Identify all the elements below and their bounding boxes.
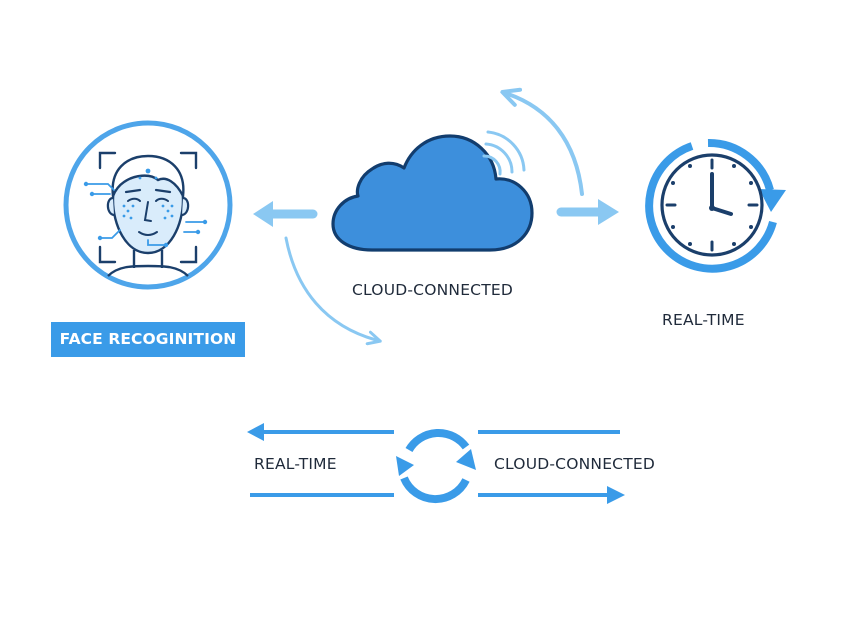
cloud-node-label: CLOUD-CONNECTED bbox=[352, 281, 514, 299]
connector-cloud-to-clock bbox=[556, 199, 619, 225]
clock-refresh-icon bbox=[645, 138, 786, 273]
clock-node-label: REAL-TIME bbox=[662, 311, 745, 329]
curved-arrow-clock-to-top bbox=[500, 87, 584, 196]
connector-cloud-to-face bbox=[253, 201, 318, 227]
bottom-arrow-left bbox=[247, 423, 620, 441]
face-node-label: FACE RECOGINITION bbox=[51, 322, 245, 357]
curved-arrow-face-to-bottom bbox=[284, 236, 382, 346]
sync-left-label: REAL-TIME bbox=[254, 455, 337, 473]
sync-icon bbox=[396, 429, 476, 504]
face-scan-icon bbox=[63, 120, 233, 290]
sync-right-label: CLOUD-CONNECTED bbox=[494, 455, 656, 473]
cloud-wifi-icon bbox=[331, 130, 534, 252]
bottom-arrow-right bbox=[250, 486, 625, 504]
